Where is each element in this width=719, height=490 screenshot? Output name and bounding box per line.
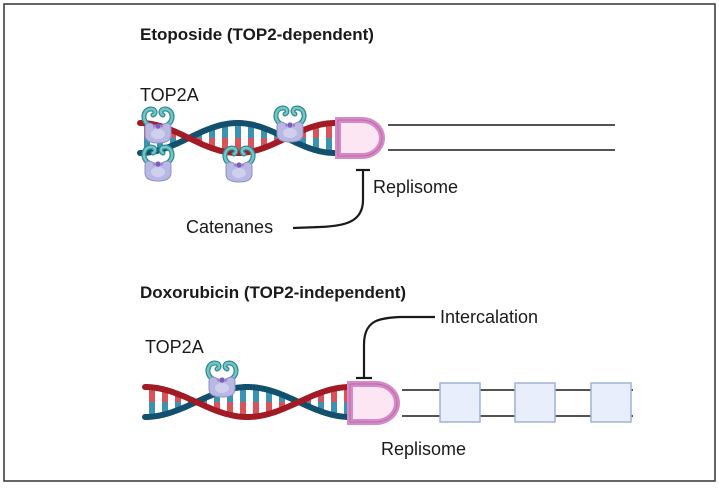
dna-strand-red xyxy=(142,384,354,421)
top-replisome-label: Replisome xyxy=(373,177,458,197)
intercalator-box xyxy=(514,382,556,423)
catenanes-inhibition-bar-icon xyxy=(292,168,370,230)
doxorubicin-title: Doxorubicin (TOP2-independent) xyxy=(140,283,406,302)
replisome-icon xyxy=(347,381,400,425)
bottom-top2a-label: TOP2A xyxy=(145,337,204,357)
bottom-dna-helix xyxy=(142,383,354,421)
dna-strand-blue xyxy=(142,383,354,420)
intercalator-box xyxy=(590,382,632,423)
intercalator-box xyxy=(439,382,481,423)
bottom-replisome-label: Replisome xyxy=(381,439,466,459)
catenanes-label: Catenanes xyxy=(186,217,273,237)
intercalation-inhibition-bar-icon xyxy=(356,315,435,380)
dna-strand-blue xyxy=(137,119,343,156)
intercalation-label: Intercalation xyxy=(440,307,538,327)
replisome-icon xyxy=(335,117,385,159)
etoposide-title: Etoposide (TOP2-dependent) xyxy=(140,25,374,44)
top-top2a-label: TOP2A xyxy=(140,85,199,105)
